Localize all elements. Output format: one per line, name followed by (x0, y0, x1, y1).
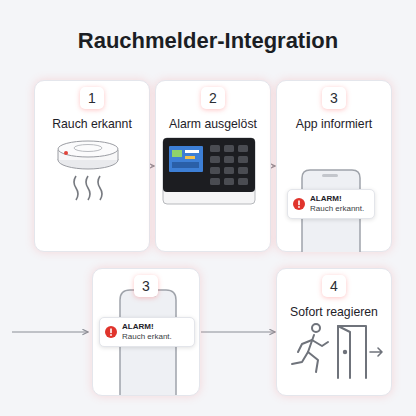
notification-box: ALARM!Rauch erkant. (99, 317, 195, 347)
diagram-title: Rauchmelder-Integration (0, 28, 416, 54)
flow-arrow (151, 166, 154, 167)
alert-text: Rauch erkannt. (310, 204, 368, 214)
step-number: 1 (80, 87, 104, 109)
step-number: 4 (322, 275, 346, 297)
step-label: Sofort reagieren (277, 305, 391, 319)
step-card: 3ALARM!Rauch erkant. (92, 268, 200, 396)
alert-text: Rauch erkant. (122, 332, 188, 342)
step-card: 2Alarm ausgelöst (155, 80, 271, 252)
keypad-keys (210, 145, 248, 185)
step-label: Alarm ausgelöst (156, 117, 270, 131)
alert-icon (105, 326, 117, 338)
step-card: 3App informiertALARM!Rauch erkannt. (276, 80, 392, 252)
step-number: 2 (201, 87, 225, 109)
alert-icon (293, 198, 305, 210)
step-label: Rauch erkannt (35, 117, 149, 131)
alert-heading: ALARM! (122, 322, 188, 332)
exit-icon (292, 324, 382, 378)
alarm-panel-icon (163, 138, 255, 204)
step-card: 1Rauch erkannt (34, 80, 150, 252)
phone-speaker (322, 174, 338, 177)
smoke-detector-icon (58, 141, 118, 200)
phone-outline (302, 170, 360, 252)
alert-heading: ALARM! (310, 194, 368, 204)
notification-box: ALARM!Rauch erkannt. (287, 189, 375, 219)
flow-arrow (272, 166, 275, 167)
step-label: App informiert (277, 117, 391, 131)
phone-speaker (140, 294, 156, 297)
step-card: 4Sofort reagieren (276, 268, 392, 396)
phone-outline (120, 290, 176, 395)
flow-arrow (201, 332, 275, 333)
step-number: 3 (134, 275, 158, 297)
lead-arrow (12, 332, 88, 333)
step-number: 3 (322, 87, 346, 109)
